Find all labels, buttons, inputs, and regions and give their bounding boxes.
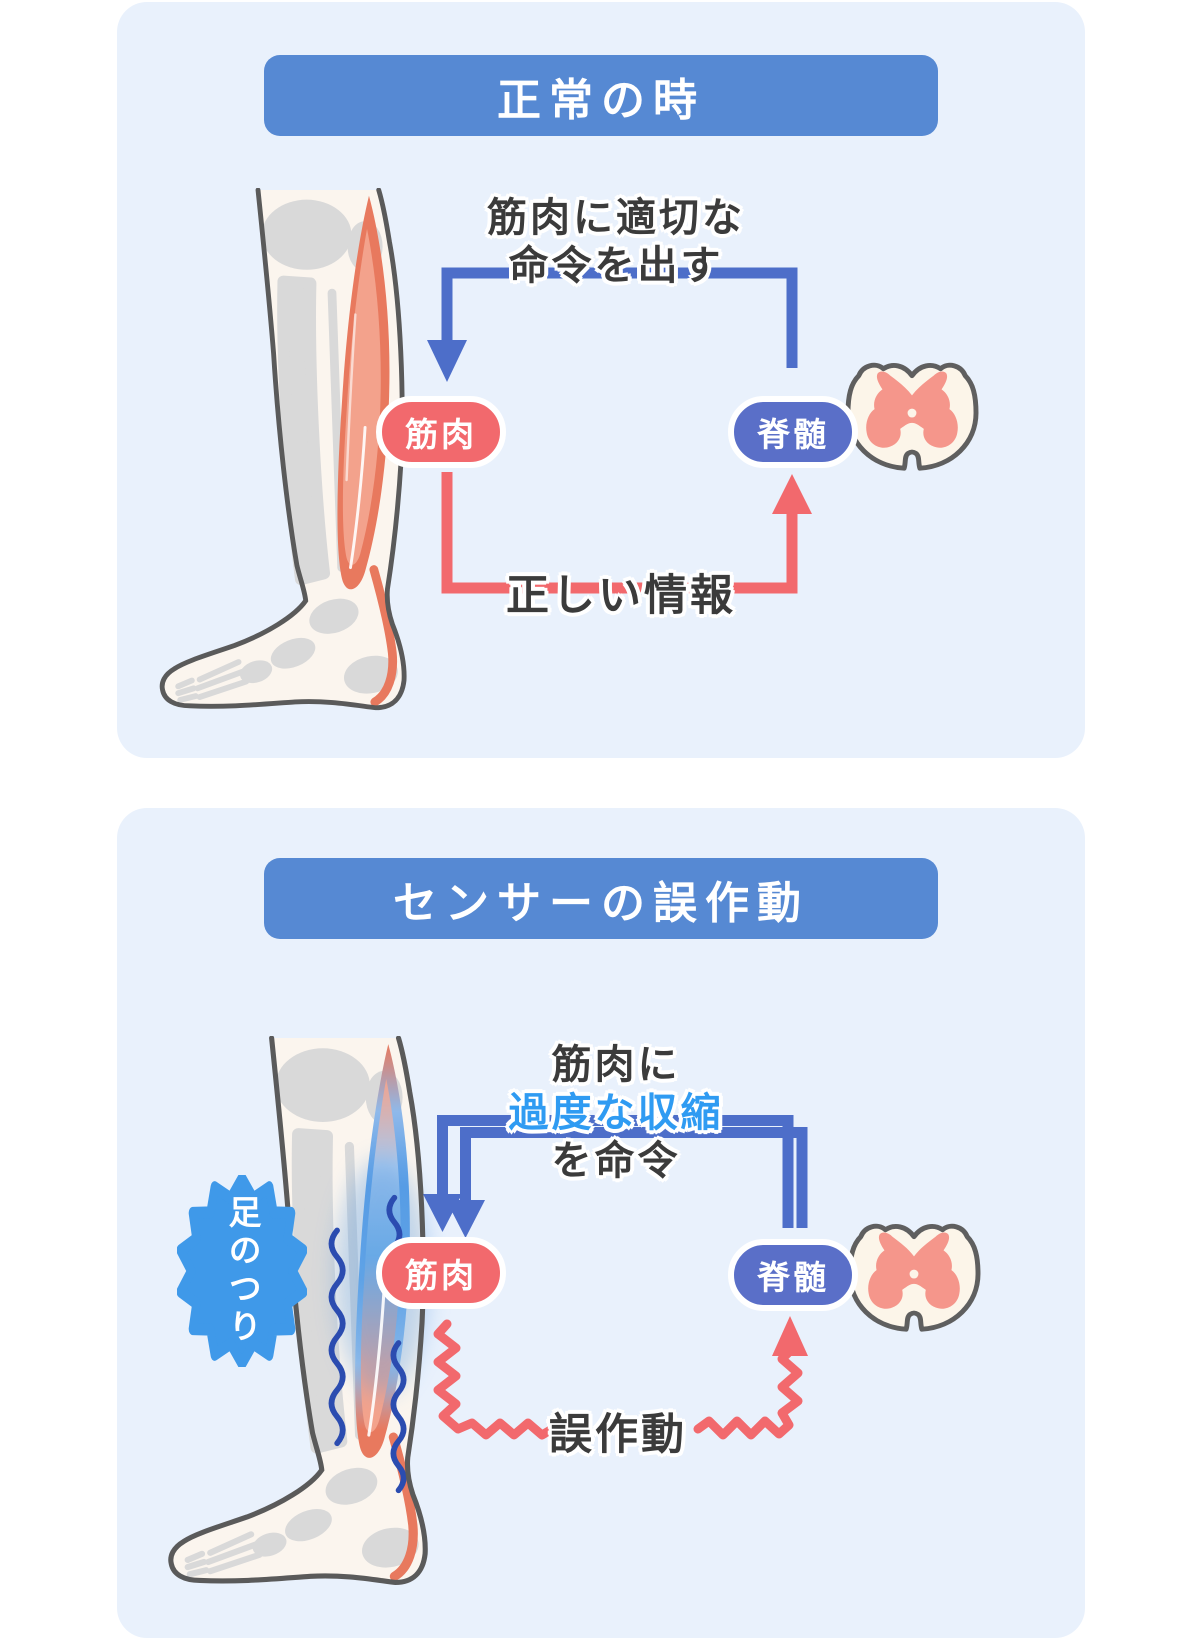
- burst-label: 足のつり: [224, 1195, 261, 1347]
- spine-pill-malfunction-text: 脊髄: [757, 1259, 829, 1296]
- panel-normal: 正常の時 筋肉に適切な 命令を出す 正しい情報 筋肉 脊髄: [117, 2, 1085, 758]
- panel-title-normal-text: 正常の時: [497, 75, 705, 125]
- feedback-label-normal: 正しい情報: [506, 572, 736, 620]
- command-label-malfunction: 筋肉に 過度な収縮 を命令: [509, 1041, 724, 1185]
- panel-title-malfunction-text: センサーの誤作動: [393, 878, 809, 928]
- command-line-2: 命令を出す: [508, 244, 724, 288]
- muscle-pill-normal-text: 筋肉: [405, 416, 477, 453]
- muscle-pill-normal: 筋肉: [376, 396, 506, 468]
- malfunction-label: 誤作動: [549, 1411, 687, 1459]
- command-label-normal: 筋肉に適切な 命令を出す: [487, 194, 745, 290]
- command-line-1: 筋肉に適切な: [487, 196, 745, 240]
- arrowhead-up-icon: [772, 1316, 808, 1356]
- command-line-3: を命令: [551, 1139, 681, 1183]
- muscle-pill-malfunction: 筋肉: [376, 1237, 506, 1309]
- arrowhead-up-icon: [772, 474, 812, 514]
- leg-illustration-cramp: [168, 1036, 430, 1586]
- muscle-pill-malfunction-text: 筋肉: [405, 1257, 477, 1294]
- spinal-cord-icon: [845, 362, 979, 471]
- spine-pill-normal: 脊髄: [728, 396, 858, 468]
- leg-illustration-normal: [159, 188, 407, 711]
- calf-muscle: [337, 195, 398, 707]
- spine-pill-normal-text: 脊髄: [757, 416, 829, 453]
- panel-malfunction: センサーの誤作動 筋肉に 過度な収縮 を命令 誤作動 足のつり 筋肉 脊髄: [117, 808, 1085, 1638]
- command-line-2-highlight: 過度な収縮: [508, 1091, 724, 1135]
- spine-pill-malfunction: 脊髄: [728, 1239, 858, 1311]
- burst-shape-icon: [177, 1175, 307, 1367]
- panel-title-normal: 正常の時: [264, 55, 938, 136]
- spinal-cord-icon: [847, 1223, 981, 1332]
- command-line-1: 筋肉に: [551, 1043, 681, 1087]
- bones: [175, 199, 398, 703]
- leg-cramp-burst: 足のつり: [177, 1175, 307, 1367]
- panel-title-malfunction: センサーの誤作動: [264, 858, 938, 939]
